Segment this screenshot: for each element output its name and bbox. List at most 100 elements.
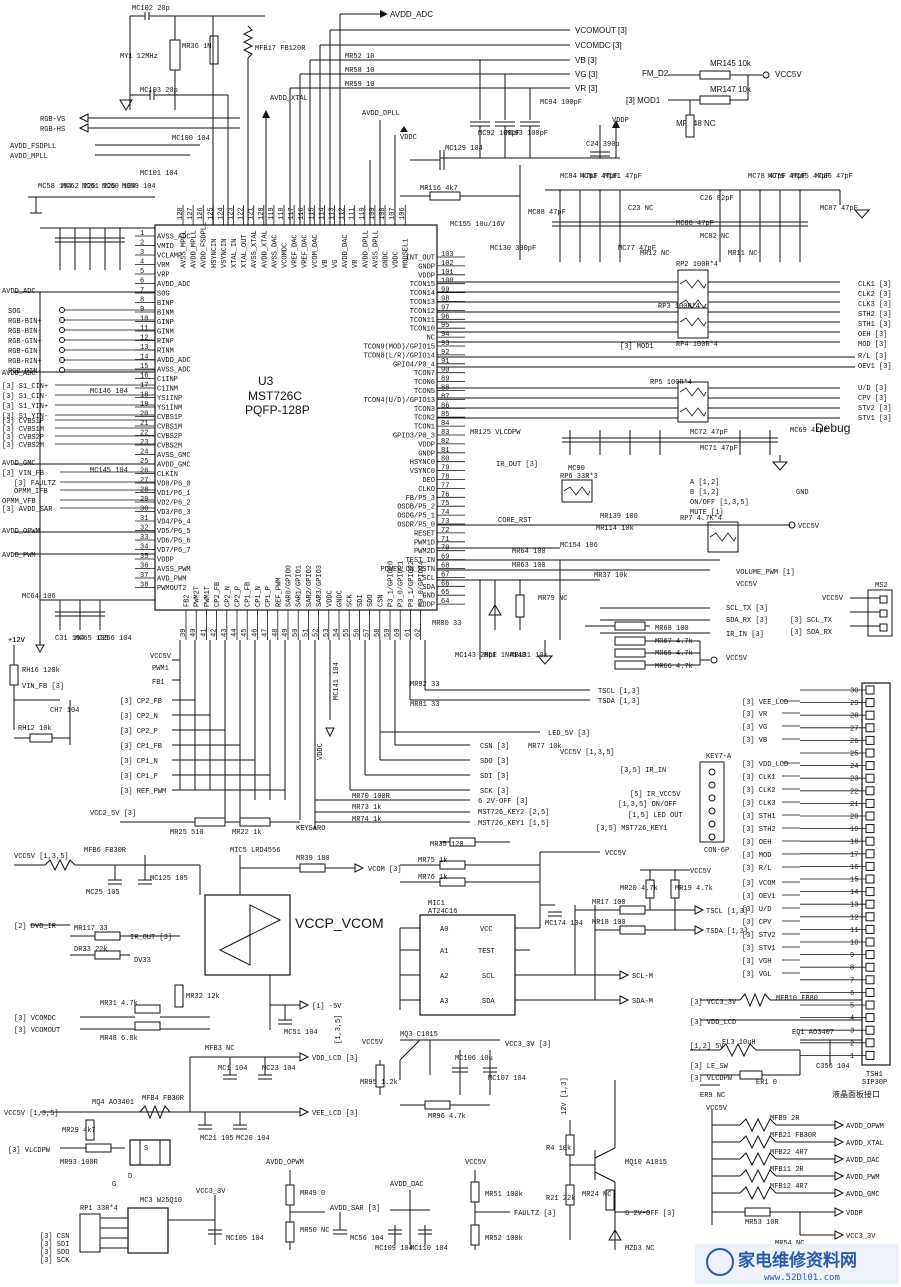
left-signal: RGB-GIN+: [8, 338, 42, 346]
ic-pin-label: TCON2: [414, 415, 435, 423]
svg-text:MC174 104: MC174 104: [545, 920, 583, 928]
ic-pin-number: 106: [399, 207, 407, 220]
lcd-caption: 液晶面板接口: [832, 1089, 880, 1099]
ic-pin-label: VDDC: [326, 590, 334, 607]
left-signal: [3] AVDD_SAR: [2, 506, 53, 514]
bottom-label: [3] REF_PWM: [120, 788, 166, 796]
svg-text:MIC5 LRD4556: MIC5 LRD4556: [230, 847, 280, 855]
svg-text:MC94 100pF: MC94 100pF: [540, 99, 582, 107]
svg-text:MR52 10: MR52 10: [345, 53, 374, 61]
ic-pin-label: CP1_P: [265, 586, 273, 607]
svg-text:VCC5V [1,3,5]: VCC5V [1,3,5]: [14, 853, 69, 861]
ic-pin-number: 18: [140, 392, 148, 400]
ic-pin-number: 97: [441, 304, 449, 312]
ic-pin-label: AVDD_DAC: [342, 234, 350, 268]
ic-pin-label: SAR3/GPIO3: [316, 565, 324, 607]
vccp-vcom-label: VCCP_VCOM: [295, 915, 384, 931]
bottom-label: MST726_KEY2 [2,5]: [478, 809, 549, 817]
power-label: MR96 4.7k: [428, 1113, 466, 1121]
ic-pin-label: TCON3: [414, 406, 435, 414]
ic-pin-number: 118: [278, 207, 286, 220]
svg-text:MC82 NC: MC82 NC: [700, 233, 729, 241]
svg-text:ER1 0: ER1 0: [756, 1079, 777, 1087]
power-label: VDD_LCD [3]: [312, 1055, 358, 1063]
ic-pin-number: 61: [404, 629, 412, 637]
ic-pin-number: 114: [318, 207, 326, 220]
svg-text:MC78 47pF: MC78 47pF: [748, 173, 786, 181]
lcd-signal: [3] STH2: [742, 826, 776, 834]
ic-pin-number: 23: [140, 439, 148, 447]
watermark: 家电维修资料网 www.52Dl01.com: [695, 1244, 899, 1284]
svg-text:[1,3,5] ON/OFF: [1,3,5] ON/OFF: [618, 801, 677, 809]
ic-pin-label: CP2_P: [235, 586, 243, 607]
ic-pin-label: P0_0/GPIO24: [418, 561, 426, 607]
right-signal: SCL_TX [3]: [726, 605, 768, 613]
svg-text:MC93 100pF: MC93 100pF: [506, 130, 548, 138]
ic-pin-label: VD3/P6_3: [157, 509, 191, 517]
svg-text:MR48 6.8k: MR48 6.8k: [100, 1035, 138, 1043]
svg-text:MR63 100: MR63 100: [512, 562, 546, 570]
ic-pin-label: BINP: [157, 300, 174, 308]
ic-pin-number: 112: [339, 207, 347, 220]
svg-text:VDDC: VDDC: [400, 134, 417, 142]
left-signal: OPMM_VFB: [2, 498, 36, 506]
lcd-pin-number: 25: [850, 751, 858, 759]
ic-pin-number: 47: [262, 629, 270, 637]
bottom-label: FB1: [152, 679, 165, 687]
svg-text:EL3 10uH: EL3 10uH: [722, 1039, 756, 1047]
lcd-pin-number: 16: [850, 864, 858, 872]
ic-pin-number: 92: [441, 349, 449, 357]
ic-pin-number: 68: [441, 563, 449, 571]
left-signal: AVDD_ADC: [2, 288, 36, 296]
power-label: AVDD_DAC: [390, 1181, 424, 1189]
ic-pin-label: VREF_DAC: [302, 234, 310, 268]
bottom-label: KEYSARO: [296, 825, 325, 833]
ic-pin-number: 108: [379, 207, 387, 220]
ic-pin-label: AVDD_MPLL: [191, 230, 199, 268]
svg-text:MR19 4.7k: MR19 4.7k: [675, 885, 713, 893]
ic-pin-label: CP1_N: [255, 586, 263, 607]
ic-pin-label: YS1INM: [157, 405, 182, 413]
ic-pin-label: CP1_FB: [245, 582, 253, 607]
key-connector: KEY7-A CON-6P [3,5] IR_IN [5] IR_VCC5V […: [596, 753, 732, 855]
ic-pin-label: C1INP: [157, 376, 178, 384]
lcd-signal: [3] CLK3: [742, 800, 776, 808]
ic-pin-label: AVDD_FSDPLL: [201, 222, 209, 268]
ic-pin-label: PWM1T: [204, 586, 212, 607]
svg-text:MC87 47pF: MC87 47pF: [820, 205, 858, 213]
svg-text:MC143 20pF: MC143 20pF: [455, 652, 497, 660]
svg-text:VCC5V: VCC5V: [822, 595, 844, 603]
svg-text:MR53 10R: MR53 10R: [745, 1219, 779, 1227]
ic-pin-number: 113: [329, 207, 337, 220]
ic-bottom-pins: FB239PWM2T40PWM1T41CP2_FB42CP2_N43CP2_P4…: [180, 561, 426, 640]
ic-pin-label: GNDP: [418, 450, 435, 458]
svg-text:MC101 104: MC101 104: [140, 170, 178, 178]
ic-pin-number: 14: [140, 354, 148, 362]
power-label: VEE_LCD [3]: [312, 1110, 358, 1118]
ic-pin-number: 121: [248, 207, 256, 220]
bottom-label: VDDC: [317, 743, 325, 760]
ic-pin-label: VD7/P6_7: [157, 547, 191, 555]
ic-pin-label: PWM2T: [194, 586, 202, 607]
ic-pin-label: NC: [427, 335, 435, 343]
svg-text:MC51 104: MC51 104: [284, 1029, 318, 1037]
svg-text:C23 NC: C23 NC: [628, 205, 653, 213]
ic-pin-label: CVBS1P: [157, 414, 182, 422]
ic-pin-number: 86: [441, 402, 449, 410]
svg-text:MR37 10k: MR37 10k: [594, 572, 628, 580]
svg-text:MR79 NC: MR79 NC: [538, 595, 567, 603]
lcd-signal: [3] VDD_LCD: [742, 761, 788, 769]
ic-pin-number: 27: [140, 477, 148, 485]
right-signal: [3] MOD1: [620, 343, 654, 351]
ic-pin-number: 35: [140, 553, 148, 561]
svg-text:MR80 33: MR80 33: [432, 620, 461, 628]
right-signal: CPV [3]: [858, 395, 887, 403]
ic-pin-number: 7: [140, 287, 144, 295]
ic-pin-label: MODSEL1: [403, 239, 411, 268]
right-signal: SDA_RX [3]: [726, 617, 768, 625]
power-label: MZD3 NC: [625, 1245, 654, 1253]
ic-pin-number: 60: [394, 629, 402, 637]
ic-pin-label: DEO: [422, 477, 435, 485]
ic-pin-label: AVSS_DAC: [271, 234, 279, 268]
